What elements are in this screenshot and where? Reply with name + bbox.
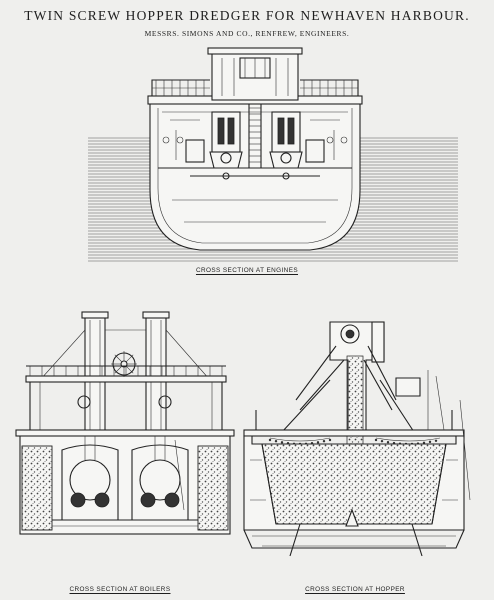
caption-boilers: CROSS SECTION AT BOILERS: [69, 586, 171, 593]
caption-engines: CROSS SECTION AT ENGINES: [195, 267, 299, 274]
caption-hopper: CROSS SECTION AT HOPPER: [305, 586, 405, 593]
hopper-well: [261, 443, 447, 525]
engine-left: [209, 111, 243, 169]
engine-right: [269, 111, 303, 169]
hopper-section: [243, 321, 471, 557]
boiler-left: [61, 436, 119, 521]
coal-bunker-left: [21, 445, 53, 531]
coal-bunker-right: [197, 445, 229, 531]
steering-wheel: [111, 351, 137, 377]
boilers-section: [15, 311, 235, 535]
boiler-right: [131, 436, 189, 521]
engines-section: [88, 47, 458, 262]
hull-boilers: [19, 433, 231, 535]
deck-railing-boilers: [29, 366, 223, 376]
portholes-engines: [162, 136, 348, 144]
figure-subtitle: MESSRS. SIMONS AND CO., RENFREW, ENGINEE…: [144, 29, 350, 38]
deck-railing-engines: [155, 80, 353, 96]
figure-title: TWIN SCREW HOPPER DREDGER FOR NEWHAVEN H…: [24, 8, 470, 23]
central-ladder: [248, 104, 262, 168]
hull-engines: [149, 99, 361, 251]
